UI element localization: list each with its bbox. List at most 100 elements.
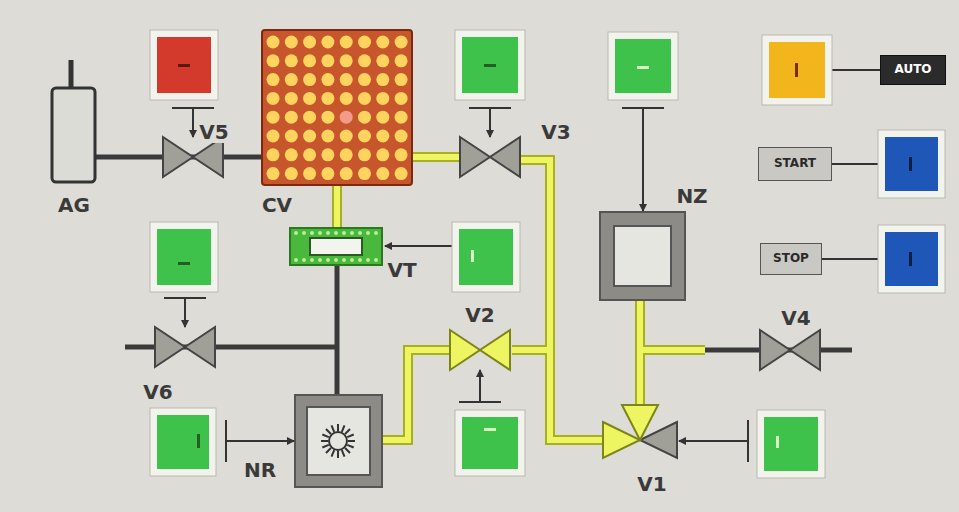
valve-tank — [290, 228, 382, 265]
led-matrix — [267, 92, 280, 105]
led-matrix — [285, 167, 298, 180]
led-matrix — [340, 54, 353, 67]
valve-tank — [334, 231, 338, 235]
dark-pipe — [95, 157, 852, 395]
push-button — [764, 417, 818, 471]
push-button — [909, 157, 912, 171]
signal-line — [822, 258, 878, 260]
led-matrix — [340, 36, 353, 49]
push-button — [615, 39, 671, 93]
mode-label: AUTO — [894, 63, 931, 76]
valve-tank — [310, 231, 314, 235]
mixer-nr — [326, 448, 331, 453]
mixer-nr — [295, 395, 382, 487]
lit-pipe — [337, 157, 705, 440]
tank-nz — [600, 212, 685, 300]
push-button — [608, 32, 678, 100]
led-matrix — [285, 130, 298, 143]
led-matrix — [358, 111, 371, 124]
led-matrix — [376, 73, 389, 86]
led-matrix — [285, 148, 298, 161]
led-matrix — [340, 130, 353, 143]
push-button — [150, 30, 218, 100]
valve-tank — [366, 231, 370, 235]
lit-valve-symbol — [480, 330, 510, 370]
push-button — [455, 30, 525, 100]
led-matrix — [395, 36, 408, 49]
push-button — [757, 410, 825, 478]
mixer-nr — [345, 448, 350, 453]
push-button — [150, 408, 216, 476]
led-matrix — [285, 54, 298, 67]
component-label: V1 — [635, 473, 668, 495]
push-button — [484, 64, 496, 67]
component-label: V5 — [197, 121, 230, 143]
led-matrix — [321, 111, 334, 124]
led-matrix — [262, 30, 412, 185]
tank-nz — [614, 226, 671, 286]
actuator-line — [192, 108, 194, 137]
mode-box: START — [758, 147, 832, 181]
push-button — [762, 35, 832, 105]
mixer-nr — [342, 450, 345, 456]
led-matrix — [376, 36, 389, 49]
valve-tank — [358, 231, 362, 235]
led-matrix — [376, 54, 389, 67]
mode-label: START — [774, 157, 816, 170]
mixer-nr — [326, 429, 331, 434]
push-button — [455, 410, 525, 476]
led-matrix — [285, 92, 298, 105]
valve-symbol — [155, 327, 185, 367]
mixer-nr — [307, 407, 370, 475]
led-matrix — [267, 73, 280, 86]
mixer-nr — [342, 425, 345, 431]
led-matrix — [285, 111, 298, 124]
valve-tank — [334, 258, 338, 262]
actuator-line — [642, 108, 644, 211]
led-matrix — [267, 167, 280, 180]
valve-symbol — [185, 327, 215, 367]
push-button — [878, 225, 945, 293]
valve-tank — [374, 231, 378, 235]
actuator-line — [479, 370, 481, 402]
valve-symbol — [760, 330, 790, 370]
component-label: NR — [242, 459, 278, 481]
valve-tank — [294, 258, 298, 262]
actuator-line — [226, 440, 294, 442]
led-matrix — [303, 130, 316, 143]
led-matrix — [303, 148, 316, 161]
valve-tank — [290, 228, 382, 265]
actuator-line — [489, 108, 491, 137]
push-button — [608, 32, 678, 100]
led-matrix — [340, 148, 353, 161]
mixer-nr — [348, 440, 355, 442]
component-label: V6 — [141, 381, 174, 403]
push-button — [157, 229, 211, 285]
valve-tank — [350, 231, 354, 235]
mode-box: AUTO — [880, 55, 946, 85]
gas-cylinder — [52, 60, 95, 182]
led-matrix — [267, 54, 280, 67]
component-label: V2 — [463, 304, 496, 326]
push-button — [157, 415, 209, 469]
push-button — [885, 232, 938, 286]
component-label: VT — [385, 259, 418, 281]
led-matrix — [321, 92, 334, 105]
valve-symbol — [490, 137, 520, 177]
push-button — [197, 434, 200, 448]
push-button — [462, 417, 518, 469]
mode-box: STOP — [760, 243, 822, 275]
component-label: V3 — [539, 121, 572, 143]
push-button — [452, 222, 520, 292]
led-matrix — [376, 130, 389, 143]
signal-line — [832, 163, 878, 165]
push-button — [452, 222, 520, 292]
led-matrix — [303, 73, 316, 86]
led-matrix — [321, 54, 334, 67]
led-matrix — [303, 36, 316, 49]
led-matrix — [358, 73, 371, 86]
component-label: CV — [260, 194, 294, 216]
dark-pipe — [335, 265, 340, 395]
valve-tank — [310, 238, 362, 255]
signal-line — [832, 69, 880, 71]
